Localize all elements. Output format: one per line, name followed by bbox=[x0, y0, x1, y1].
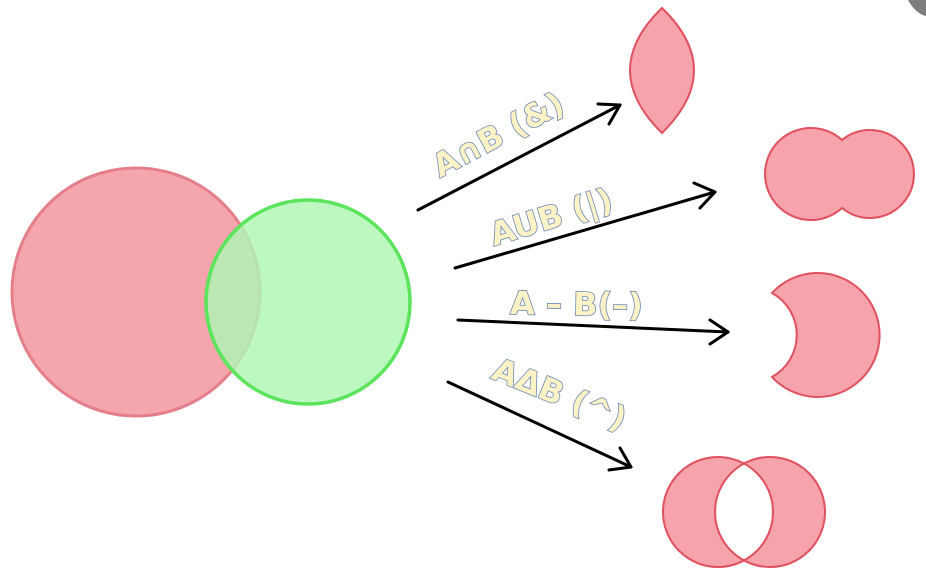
result-symmetric-difference-shape bbox=[662, 456, 826, 568]
arrow-difference bbox=[456, 318, 730, 346]
corner-fold-decoration bbox=[908, 0, 926, 16]
set-b-circle bbox=[204, 198, 412, 406]
arrow-intersection bbox=[416, 102, 622, 212]
label-symmetric-difference: AΔB (^) bbox=[487, 350, 632, 438]
result-difference-shape bbox=[770, 272, 881, 398]
arrow-union bbox=[453, 181, 717, 270]
result-intersection-shape bbox=[629, 6, 695, 135]
arrow-symmetric-difference bbox=[446, 380, 633, 472]
label-union: AUB (|) bbox=[485, 180, 617, 254]
label-difference: A – B(–) bbox=[510, 284, 643, 324]
result-union-shape bbox=[764, 127, 915, 221]
